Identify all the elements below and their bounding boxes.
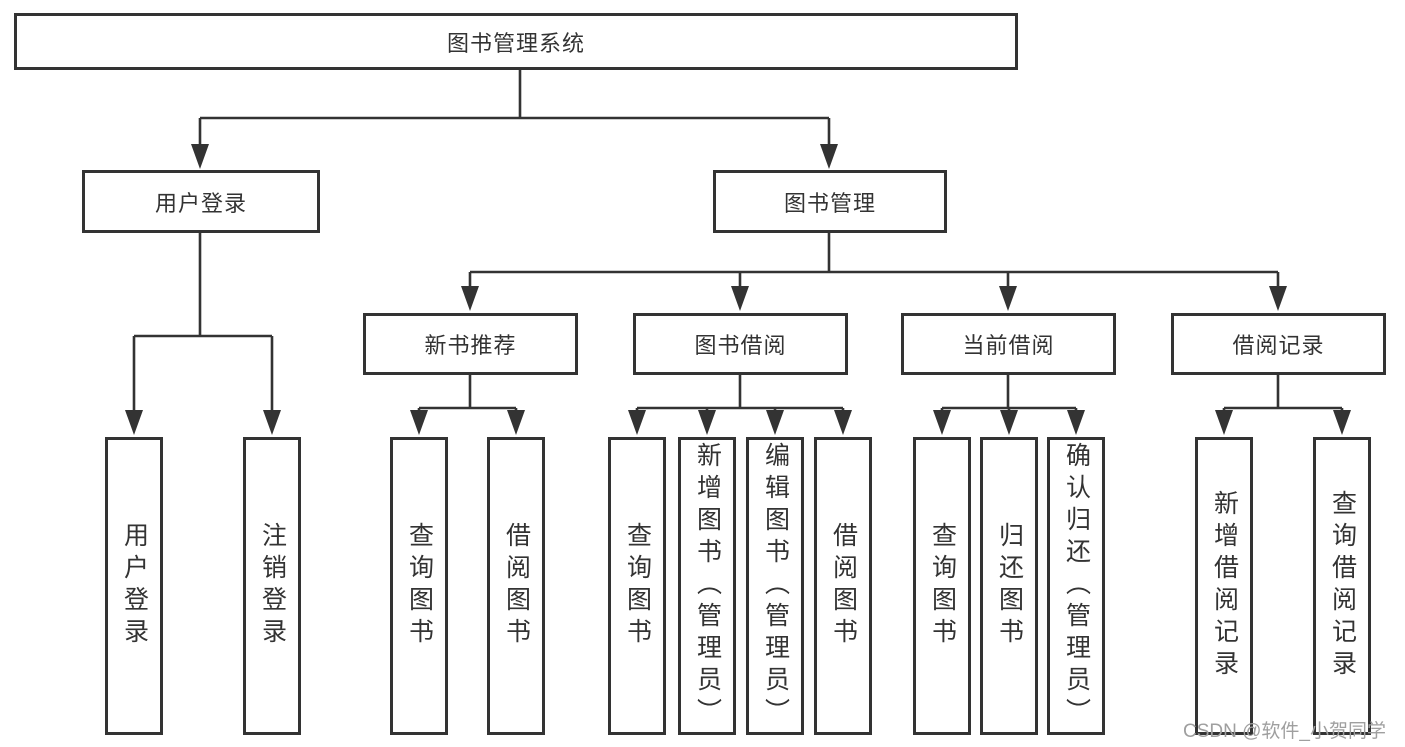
leaf-add-borrow-record: 新增借阅记录 bbox=[1195, 437, 1253, 735]
leaf-user-login-label: 用户登录 bbox=[120, 522, 149, 650]
leaf-query-books-current-label: 查询图书 bbox=[928, 522, 957, 650]
node-current-borrow: 当前借阅 bbox=[901, 313, 1116, 375]
leaf-borrow-books-recommend: 借阅图书 bbox=[487, 437, 545, 735]
leaf-query-books-recommend: 查询图书 bbox=[390, 437, 448, 735]
node-new-book-recommend-label: 新书推荐 bbox=[424, 333, 517, 358]
leaf-add-book-admin-label: 新增图书（管理员） bbox=[693, 442, 722, 730]
leaf-return-book-label: 归还图书 bbox=[995, 522, 1024, 650]
leaf-query-books-recommend-label: 查询图书 bbox=[405, 522, 434, 650]
leaf-add-borrow-record-label: 新增借阅记录 bbox=[1210, 490, 1239, 682]
node-root-label: 图书管理系统 bbox=[446, 30, 585, 56]
node-borrow-records: 借阅记录 bbox=[1171, 313, 1386, 375]
csdn-watermark: CSDN @软件_小贺同学 bbox=[1183, 721, 1386, 742]
leaf-confirm-return-admin: 确认归还（管理员） bbox=[1047, 437, 1105, 735]
node-user-login: 用户登录 bbox=[82, 170, 320, 233]
leaf-query-books-borrow: 查询图书 bbox=[608, 437, 666, 735]
leaf-borrow-books-label: 借阅图书 bbox=[829, 522, 858, 650]
leaf-query-borrow-record-label: 查询借阅记录 bbox=[1328, 490, 1357, 682]
node-root: 图书管理系统 bbox=[14, 13, 1018, 70]
node-book-management-label: 图书管理 bbox=[783, 190, 876, 216]
node-new-book-recommend: 新书推荐 bbox=[363, 313, 578, 375]
leaf-borrow-books: 借阅图书 bbox=[814, 437, 872, 735]
leaf-return-book: 归还图书 bbox=[980, 437, 1038, 735]
leaf-confirm-return-admin-label: 确认归还（管理员） bbox=[1062, 442, 1091, 730]
leaf-logout: 注销登录 bbox=[243, 437, 301, 735]
node-book-management: 图书管理 bbox=[713, 170, 947, 233]
leaf-query-borrow-record: 查询借阅记录 bbox=[1313, 437, 1371, 735]
node-user-login-label: 用户登录 bbox=[154, 190, 247, 216]
node-current-borrow-label: 当前借阅 bbox=[962, 333, 1055, 358]
leaf-user-login: 用户登录 bbox=[105, 437, 163, 735]
node-book-borrow-label: 图书借阅 bbox=[694, 333, 787, 358]
leaf-query-books-current: 查询图书 bbox=[913, 437, 971, 735]
node-book-borrow: 图书借阅 bbox=[633, 313, 848, 375]
leaf-borrow-books-recommend-label: 借阅图书 bbox=[502, 522, 531, 650]
leaf-query-books-borrow-label: 查询图书 bbox=[623, 522, 652, 650]
arrowheads bbox=[125, 144, 1351, 435]
node-borrow-records-label: 借阅记录 bbox=[1232, 333, 1325, 358]
leaf-logout-label: 注销登录 bbox=[258, 522, 287, 650]
leaf-edit-book-admin: 编辑图书（管理员） bbox=[746, 437, 804, 735]
leaf-edit-book-admin-label: 编辑图书（管理员） bbox=[761, 442, 790, 730]
leaf-add-book-admin: 新增图书（管理员） bbox=[678, 437, 736, 735]
